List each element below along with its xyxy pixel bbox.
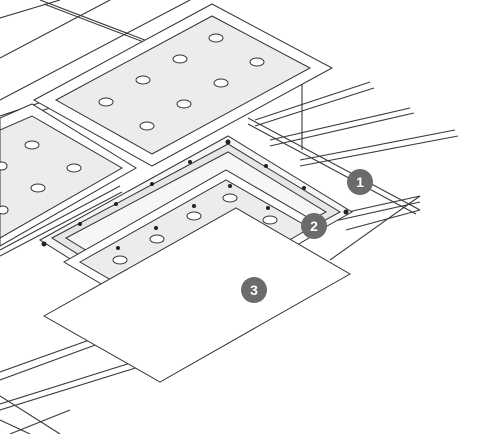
callout-1-label: 1 (356, 174, 364, 190)
callout-3-label: 3 (250, 282, 258, 298)
fastener (343, 209, 349, 215)
grid-rail (0, 395, 61, 434)
light-hole (213, 78, 229, 88)
light-hole (0, 161, 8, 171)
grid-rail (247, 123, 417, 215)
grid-rail (299, 135, 459, 167)
grid-rail (247, 117, 421, 211)
light-hole (112, 255, 128, 265)
grid-rail (329, 195, 421, 261)
fastener (264, 164, 268, 168)
fastener (41, 241, 47, 247)
grid-rail (9, 409, 71, 434)
light-hole (222, 193, 238, 203)
fastener (188, 160, 192, 164)
grid-rail (0, 419, 31, 434)
grid-rail (299, 129, 456, 161)
light-hole (135, 75, 151, 85)
fastener (225, 139, 231, 145)
panel-face (54, 15, 312, 155)
grid-rail (0, 0, 111, 59)
callout-3: 3 (241, 277, 267, 303)
grid-rail (269, 107, 411, 141)
light-hole (0, 205, 9, 215)
grid-rail (43, 3, 155, 47)
grid-rail (0, 185, 121, 251)
grid-rail (0, 0, 191, 101)
fastener (114, 202, 118, 206)
grid-rail (0, 0, 61, 19)
light-hole (149, 234, 165, 244)
fastener (302, 186, 306, 190)
callout-3-circle (241, 277, 267, 303)
light-hole (208, 33, 224, 43)
grid-rail (0, 359, 141, 405)
light-hole (98, 97, 114, 107)
fastener (150, 182, 154, 186)
callout-2: 2 (301, 213, 327, 239)
callout-2-circle (301, 213, 327, 239)
cover-sheet (42, 207, 352, 383)
light-hole (186, 211, 202, 221)
callout-1: 1 (347, 169, 373, 195)
grid-rail (0, 343, 99, 381)
cover-sheet-face (42, 207, 352, 383)
light-hole (249, 57, 265, 67)
light-hole (24, 140, 40, 150)
left-ceiling-panel (0, 103, 137, 247)
grid-rail (329, 201, 421, 223)
grid-rail (0, 365, 143, 411)
grid-rail (254, 87, 375, 127)
light-hole (139, 121, 155, 131)
callout-1-circle (347, 169, 373, 195)
fastener (266, 206, 270, 210)
fastener (78, 222, 82, 226)
light-hole (66, 163, 82, 173)
upper-ceiling-panel (32, 3, 334, 167)
grid-rail (269, 112, 415, 147)
grid-rail (0, 191, 123, 257)
grid-rail (39, 0, 151, 43)
ceiling-grid (0, 0, 459, 434)
fastener (228, 184, 232, 188)
fastener (116, 246, 120, 250)
grid-rail (0, 337, 96, 373)
light-hole (172, 54, 188, 64)
grid-rail (345, 209, 421, 231)
light-hole (176, 99, 192, 109)
light-hole (30, 183, 46, 193)
fastener (154, 226, 158, 230)
light-hole (262, 215, 278, 225)
fastener (192, 204, 196, 208)
callout-2-label: 2 (310, 218, 318, 234)
grid-rail (254, 81, 371, 121)
